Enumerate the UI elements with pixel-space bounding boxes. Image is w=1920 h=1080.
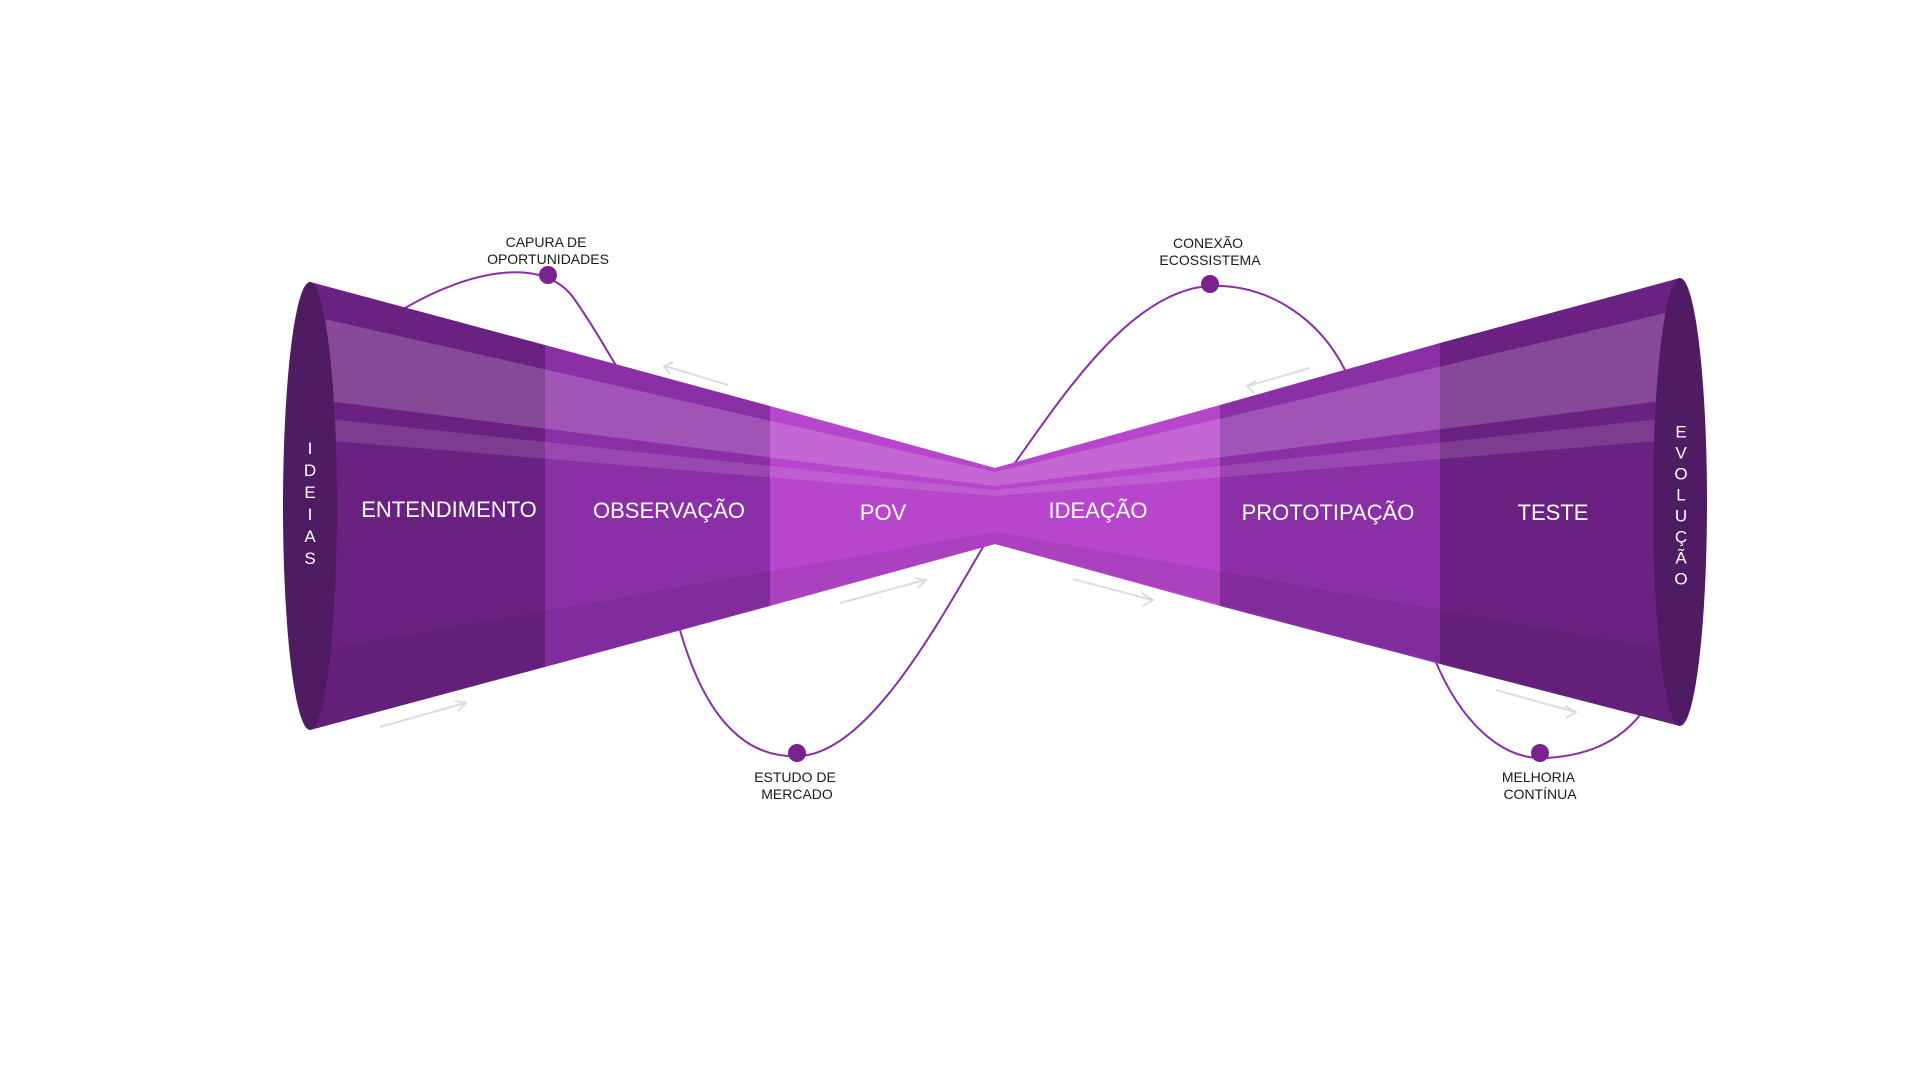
left-cone-section-observacao [545, 345, 770, 667]
arrow-bottom-center-left [839, 577, 929, 604]
curve-right-loop [1009, 284, 1346, 471]
right-cone-section-ideacao [995, 405, 1220, 606]
note-melhoria-continua: MELHORIA CONTÍNUA [1502, 769, 1578, 802]
leftEndLabel-letter: I [308, 505, 313, 524]
stage-labels: ENTENDIMENTO OBSERVAÇÃO POV IDEAÇÃO PROT… [361, 497, 1588, 525]
curve-left-bottom [679, 534, 991, 758]
stage-label-entendimento: ENTENDIMENTO [361, 497, 537, 522]
arrow-top-right [1245, 367, 1311, 394]
left-cone-section-entendimento [310, 282, 545, 730]
curve-dots [539, 266, 1549, 762]
note-capura-de-oportunidades: CAPURA DE OPORTUNIDADES [487, 234, 609, 267]
right-cone-highlight-2 [995, 418, 1670, 496]
arrow-bottom-left [379, 700, 469, 728]
stage-label-prototipacao: PROTOTIPAÇÃO [1242, 500, 1415, 525]
left-cone-section-pov [770, 406, 995, 606]
note-estudo-de-mercado: ESTUDO DE MERCADO [754, 769, 840, 802]
rightEndLabel-letter: Ã [1675, 549, 1687, 568]
rightEndLabel-letter: O [1674, 570, 1687, 589]
leftEndLabel-letter: S [304, 549, 315, 568]
rightEndLabel-letter: U [1675, 507, 1687, 526]
left-cone [283, 282, 995, 730]
right-cone-end [1653, 278, 1707, 726]
rightEndLabel-letter: L [1676, 486, 1685, 505]
right-cone [995, 278, 1707, 726]
note-conexao-ecossistema: CONEXÃO ECOSSISTEMA [1159, 235, 1261, 268]
leftEndLabel-letter: A [304, 527, 316, 546]
stage-label-observacao: OBSERVAÇÃO [593, 498, 745, 523]
arrow-bottom-right [1495, 689, 1579, 719]
dot-capura-de-oportunidades [539, 266, 557, 284]
rightEndLabel-letter: Ç [1675, 528, 1687, 547]
stage-label-ideacao: IDEAÇÃO [1048, 498, 1147, 523]
leftEndLabel-letter: E [304, 483, 315, 502]
arrow-bottom-center-right [1072, 578, 1155, 607]
right-cone-highlight [995, 312, 1670, 486]
left-cone-shadow [310, 532, 995, 730]
leftEndLabel-letter: I [308, 439, 313, 458]
rightEndLabel-letter: O [1674, 465, 1687, 484]
flow-arrows [379, 361, 1579, 728]
rightEndLabel-letter: V [1675, 444, 1687, 463]
right-cone-shadow [995, 532, 1680, 726]
dot-conexao-ecossistema [1201, 275, 1219, 293]
stage-label-pov: POV [860, 500, 907, 525]
rightEndLabel-letter: E [1675, 423, 1686, 442]
annotations: CAPURA DE OPORTUNIDADES ESTUDO DE MERCAD… [487, 234, 1578, 802]
dot-melhoria-continua [1531, 744, 1549, 762]
stage-label-teste: TESTE [1518, 500, 1589, 525]
arrow-top-left [662, 361, 729, 386]
dot-estudo-de-mercado [788, 744, 806, 762]
left-cone-end [283, 282, 337, 730]
left-cone-highlight-2 [320, 418, 995, 496]
leftEndLabel-letter: D [304, 461, 316, 480]
left-cone-highlight [320, 318, 995, 486]
right-cone-section-teste [1440, 278, 1680, 726]
right-cone-section-prototipacao [1220, 343, 1440, 664]
